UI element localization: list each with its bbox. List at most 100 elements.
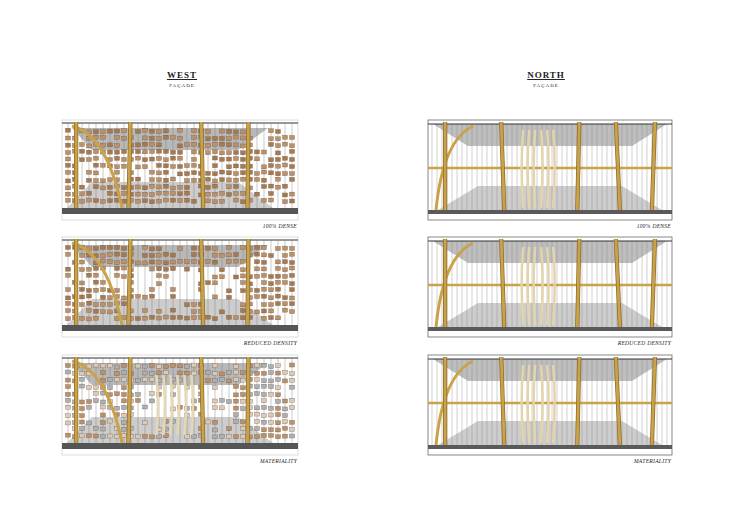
louver (276, 428, 281, 432)
louver (115, 129, 120, 133)
column (501, 122, 504, 210)
louver (66, 301, 71, 305)
louver (283, 142, 288, 146)
column (577, 122, 579, 210)
louver (87, 267, 92, 271)
louver (269, 164, 274, 168)
louver (94, 150, 99, 154)
louver (178, 364, 183, 368)
louver (241, 371, 246, 375)
louver (227, 295, 232, 299)
louver (101, 378, 106, 382)
louver (108, 191, 113, 195)
louver (164, 267, 169, 271)
louver (283, 296, 288, 300)
louver (143, 405, 148, 409)
louver (185, 185, 190, 189)
louver (206, 315, 211, 319)
louver (283, 268, 288, 272)
louver (290, 192, 295, 196)
louver (157, 253, 162, 257)
louver (241, 144, 246, 148)
louver (150, 267, 155, 271)
louver (80, 192, 85, 196)
louver (213, 372, 218, 376)
louver (290, 266, 295, 270)
louver (164, 135, 169, 139)
louver (108, 303, 113, 307)
louver (115, 273, 120, 277)
louver (164, 170, 169, 174)
louver (122, 371, 127, 375)
louver (157, 274, 162, 278)
louver (94, 266, 99, 270)
louver (206, 185, 211, 189)
louver (150, 178, 155, 182)
louver (157, 267, 162, 271)
louver (192, 178, 197, 182)
louver (143, 136, 148, 140)
column (247, 122, 248, 208)
column (652, 357, 655, 445)
louver (101, 163, 106, 167)
louver (290, 261, 295, 265)
ceiling-plane (72, 128, 268, 150)
louver (276, 280, 281, 284)
louver (115, 170, 120, 174)
louver (276, 157, 281, 161)
louver (143, 261, 148, 265)
louver (94, 309, 99, 313)
louver (66, 192, 71, 196)
louver (255, 192, 260, 196)
louver (213, 386, 218, 390)
louver (164, 198, 169, 202)
column (75, 122, 78, 208)
arch (72, 243, 122, 325)
cable (522, 241, 523, 327)
louver (192, 136, 197, 140)
louver (66, 370, 71, 374)
louver (213, 406, 218, 410)
louver (115, 317, 120, 321)
louver (136, 150, 141, 154)
louver (227, 289, 232, 293)
louver (136, 435, 141, 439)
louver (276, 247, 281, 251)
louver (227, 171, 232, 175)
louver (80, 426, 85, 430)
louver (178, 136, 183, 140)
louver (227, 259, 232, 263)
floor-plane (67, 299, 273, 325)
louver (255, 392, 260, 396)
louver (87, 170, 92, 174)
louver (283, 426, 288, 430)
louver (122, 164, 127, 168)
pale-rib (177, 375, 179, 435)
louver (241, 289, 246, 293)
louver (255, 252, 260, 256)
louver (122, 413, 127, 417)
louver (241, 393, 246, 397)
louver (122, 427, 127, 431)
louver (283, 193, 288, 197)
louver (122, 157, 127, 161)
louver (276, 164, 281, 168)
cable (75, 358, 76, 443)
louver (255, 378, 260, 382)
louver (262, 363, 267, 367)
louver (171, 267, 176, 271)
louver (234, 370, 239, 374)
louver (157, 316, 162, 320)
cable (145, 358, 146, 443)
louver (276, 172, 281, 176)
column (652, 239, 655, 327)
louver (255, 267, 260, 271)
louver (241, 157, 246, 161)
louver (94, 280, 99, 284)
louver (185, 179, 190, 183)
louver (206, 177, 211, 181)
louver (122, 129, 127, 133)
louver (143, 253, 148, 257)
louver (185, 435, 190, 439)
pale-rib (553, 365, 555, 443)
